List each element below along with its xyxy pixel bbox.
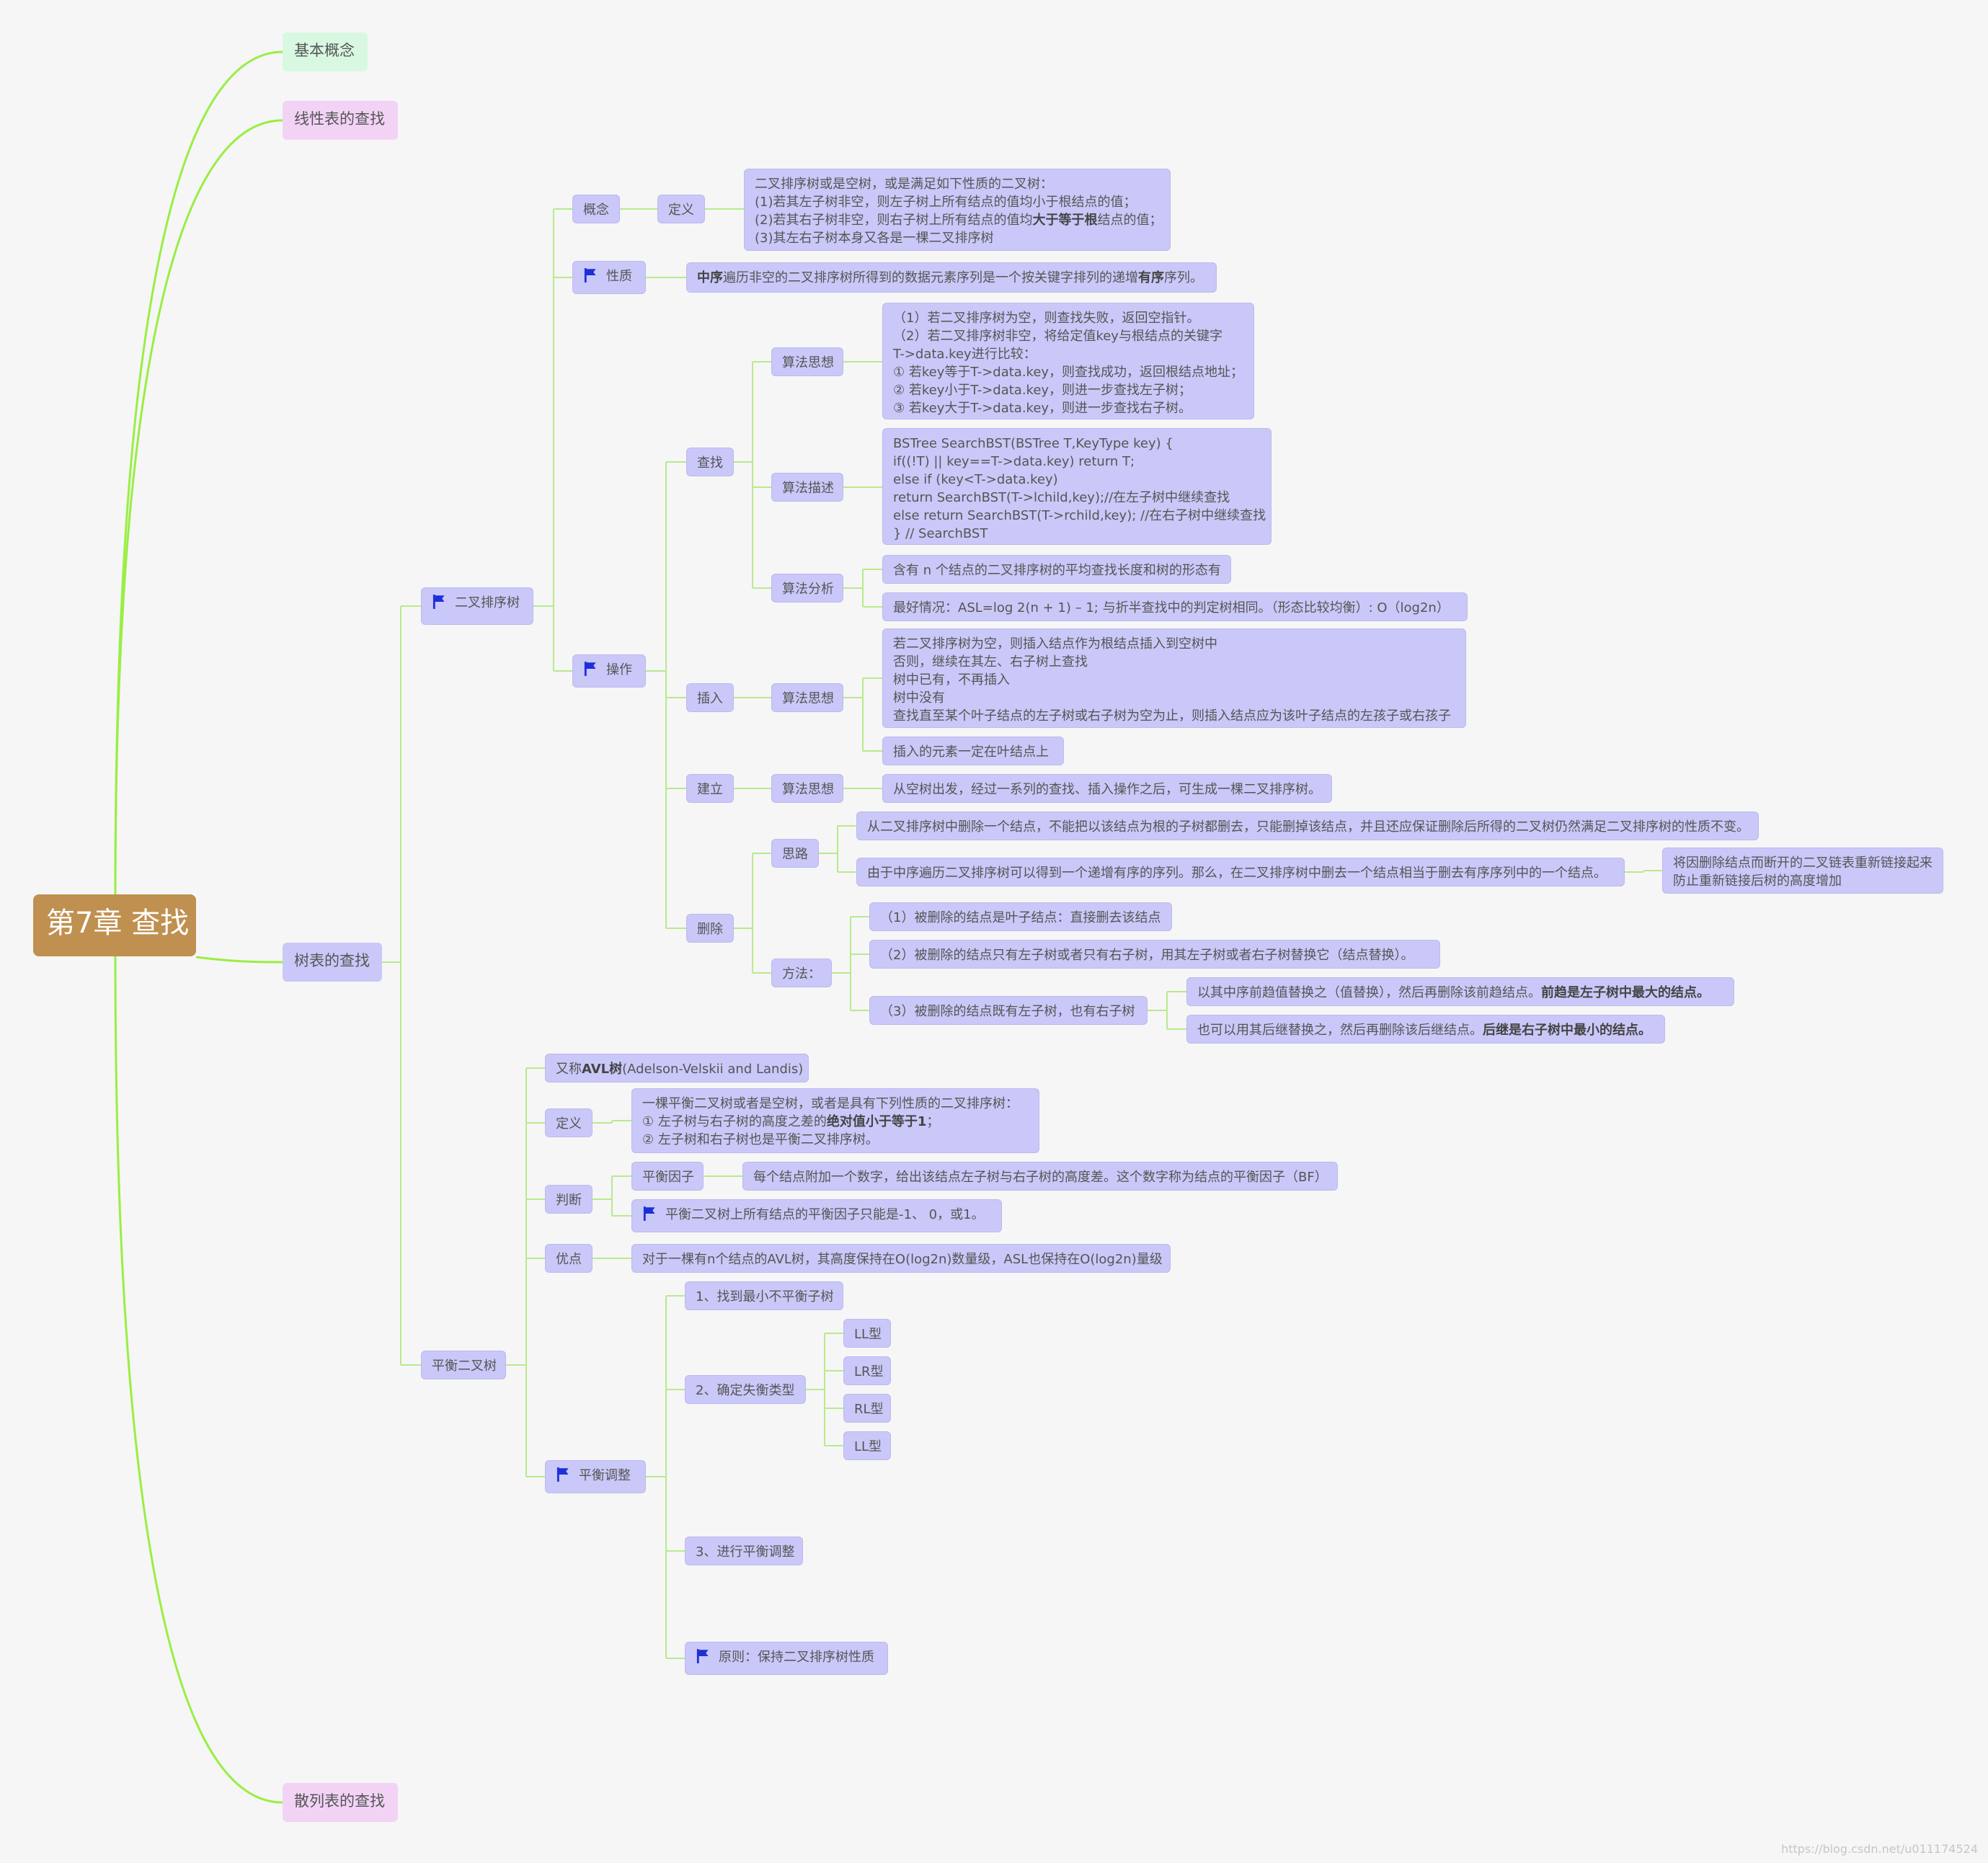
op-delete[interactable]: 删除 xyxy=(686,914,734,943)
curve-linear xyxy=(114,119,283,895)
type-ll-2[interactable]: LL型 xyxy=(843,1431,891,1460)
method-1: （1）被删除的结点是叶子结点：直接删去该结点 xyxy=(869,902,1172,931)
flag-icon xyxy=(432,595,445,609)
bst-property[interactable]: 性质 xyxy=(572,261,646,294)
search-idea[interactable]: 算法思想 xyxy=(771,347,843,376)
method-3a: 以其中序前趋值替换之（值替换），然后再删除该前趋结点。前趋是左子树中最大的结点。 xyxy=(1186,977,1734,1006)
insert-leaf-text: 插入的元素一定在叶结点上 xyxy=(882,737,1064,765)
thought-text-2: 由于中序遍历二叉排序树可以得到一个递增有序的序列。那么，在二叉排序树中删去一个结… xyxy=(856,858,1625,886)
op-search[interactable]: 查找 xyxy=(686,448,734,476)
bst-definition-text: 二叉排序树或是空树，或是满足如下性质的二叉树： (1)若其左子树非空，则左子树上… xyxy=(744,169,1171,251)
search-analysis[interactable]: 算法分析 xyxy=(771,574,843,603)
adjust-step-3[interactable]: 3、进行平衡调整 xyxy=(685,1537,803,1565)
method-3b: 也可以用其后继替换之，然后再删除该后继结点。后继是右子树中最小的结点。 xyxy=(1186,1015,1665,1044)
topic-basic-concepts[interactable]: 基本概念 xyxy=(283,32,368,71)
topic-tree-search[interactable]: 树表的查找 xyxy=(283,943,382,982)
delete-thought[interactable]: 思路 xyxy=(771,839,819,868)
watermark: https://blog.csdn.net/u011174524 xyxy=(1781,1842,1978,1856)
thought-text-2-note: 将因删除结点而断开的二叉链表重新链接起来 防止重新链接后树的高度增加 xyxy=(1662,848,1943,894)
curve-basic xyxy=(114,50,283,895)
thought-text-1: 从二叉排序树中删除一个结点，不能把以该结点为根的子树都删去，只能删掉该结点，并且… xyxy=(856,812,1759,840)
flag-icon xyxy=(643,1206,655,1221)
search-desc[interactable]: 算法描述 xyxy=(771,473,843,502)
adjust-principle[interactable]: 原则：保持二叉排序树性质 xyxy=(685,1642,888,1675)
insert-idea[interactable]: 算法思想 xyxy=(771,683,843,712)
balance-values: 平衡二叉树上所有结点的平衡因子只能是-1、 0，或1。 xyxy=(631,1199,1002,1232)
bst-node[interactable]: 二叉排序树 xyxy=(421,587,533,625)
curve-hash xyxy=(114,956,283,1804)
topic-hash-search[interactable]: 散列表的查找 xyxy=(283,1783,398,1822)
type-ll-1[interactable]: LL型 xyxy=(843,1319,891,1348)
search-code: BSTree SearchBST(BSTree T,KeyType key) {… xyxy=(882,428,1272,545)
flag-icon xyxy=(584,662,596,676)
advantage-text: 对于一棵有n个结点的AVL树，其高度保持在O(log2n)数量级，ASL也保持在… xyxy=(631,1244,1171,1273)
method-2: （2）被删除的结点只有左子树或者只有右子树，用其左子树或者右子树替换它（结点替换… xyxy=(869,940,1440,969)
analysis-text-2: 最好情况：ASL=log 2(n + 1) – 1; 与折半查找中的判定树相同。… xyxy=(882,592,1468,621)
adjust-step-2[interactable]: 2、确定失衡类型 xyxy=(685,1375,806,1404)
build-text: 从空树出发，经过一系列的查找、插入操作之后，可生成一棵二叉排序树。 xyxy=(882,774,1332,803)
flag-icon xyxy=(584,268,596,283)
avl-aka: 又称AVL树(Adelson-Velskii and Landis) xyxy=(545,1054,809,1082)
root-node[interactable]: 第7章 查找 xyxy=(33,894,196,956)
avl-node[interactable]: 平衡二叉树 xyxy=(421,1351,506,1379)
curve-tree xyxy=(195,956,283,964)
bst-definition[interactable]: 定义 xyxy=(657,195,705,223)
avl-judge[interactable]: 判断 xyxy=(545,1185,593,1214)
topic-linear-search[interactable]: 线性表的查找 xyxy=(283,101,398,140)
delete-method[interactable]: 方法： xyxy=(771,959,832,987)
adjust-step-1[interactable]: 1、找到最小不平衡子树 xyxy=(685,1281,843,1310)
balance-factor-text: 每个结点附加一个数字，给出该结点左子树与右子树的高度差。这个数字称为结点的平衡因… xyxy=(742,1162,1338,1191)
search-idea-text: （1）若二叉排序树为空，则查找失败，返回空指针。 （2）若二叉排序树非空，将给定… xyxy=(882,303,1254,419)
bst-operation[interactable]: 操作 xyxy=(572,654,646,688)
flag-icon xyxy=(696,1649,709,1663)
balance-factor[interactable]: 平衡因子 xyxy=(631,1162,704,1191)
avl-definition[interactable]: 定义 xyxy=(545,1108,593,1137)
flag-icon xyxy=(556,1467,569,1482)
bst-concept[interactable]: 概念 xyxy=(572,195,620,223)
build-idea[interactable]: 算法思想 xyxy=(771,774,843,803)
avl-definition-text: 一棵平衡二叉树或者是空树，或者是具有下列性质的二叉排序树： ① 左子树与右子树的… xyxy=(631,1088,1039,1153)
type-lr[interactable]: LR型 xyxy=(843,1356,891,1385)
analysis-text-1: 含有 n 个结点的二叉排序树的平均查找长度和树的形态有 xyxy=(882,555,1231,584)
method-3: （3）被删除的结点既有左子树，也有右子树 xyxy=(869,996,1148,1025)
bst-property-text: 中序遍历非空的二叉排序树所得到的数据元素序列是一个按关键字排列的递增有序序列。 xyxy=(686,262,1217,293)
type-rl[interactable]: RL型 xyxy=(843,1394,891,1423)
avl-adjust[interactable]: 平衡调整 xyxy=(545,1460,646,1493)
avl-advantage[interactable]: 优点 xyxy=(545,1244,593,1273)
op-insert[interactable]: 插入 xyxy=(686,683,734,712)
op-build[interactable]: 建立 xyxy=(686,774,734,803)
insert-idea-text: 若二叉排序树为空，则插入结点作为根结点插入到空树中 否则，继续在其左、右子树上查… xyxy=(882,628,1466,728)
